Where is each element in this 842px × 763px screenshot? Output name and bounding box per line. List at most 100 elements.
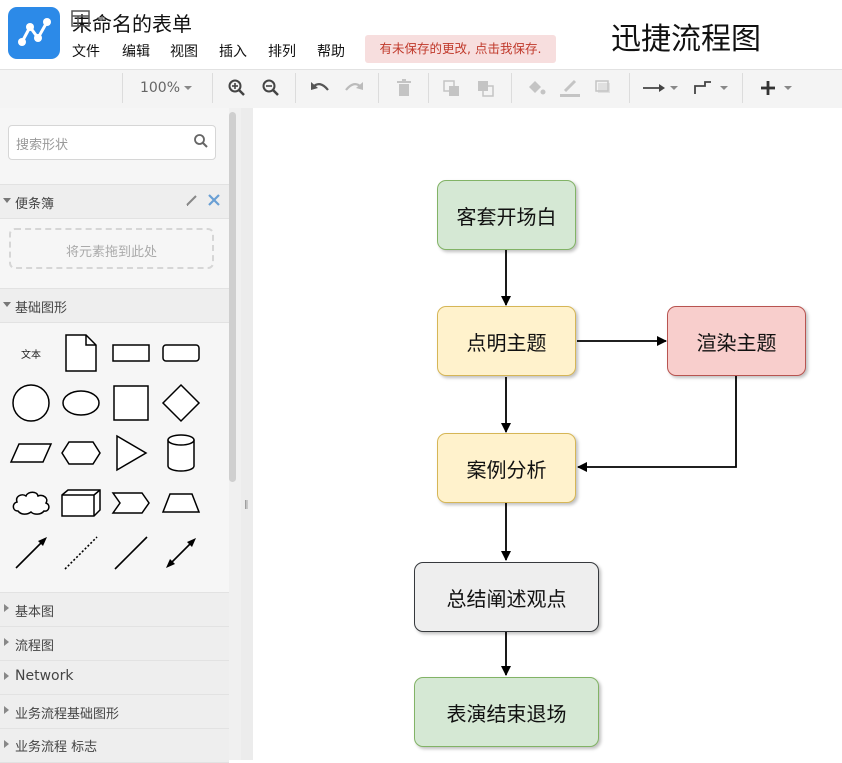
expand-icon bbox=[4, 740, 9, 748]
square-shape[interactable] bbox=[108, 380, 154, 426]
triangle-shape[interactable] bbox=[108, 430, 154, 476]
line-color-button[interactable] bbox=[557, 69, 583, 107]
library-bpmn-icons-title: 业务流程 标志 bbox=[15, 740, 98, 755]
parallelogram-shape[interactable] bbox=[8, 430, 54, 476]
unsaved-changes-notice[interactable]: 有未保存的更改, 点击我保存. bbox=[365, 35, 556, 63]
node-ending[interactable]: 表演结束退场 bbox=[414, 677, 599, 747]
cube-icon bbox=[61, 489, 101, 517]
dotted-line-shape[interactable] bbox=[58, 530, 104, 576]
circle-icon bbox=[12, 384, 50, 422]
shape-search-input[interactable] bbox=[8, 125, 216, 160]
search-placeholder: 搜索形状 bbox=[16, 138, 69, 153]
shadow-button[interactable] bbox=[592, 69, 616, 107]
panel-layout-icon bbox=[71, 10, 105, 27]
hexagon-icon bbox=[61, 441, 101, 465]
insert-dropdown[interactable] bbox=[754, 69, 796, 107]
node-render-label: 渲染主题 bbox=[696, 330, 777, 355]
zoom-out-icon bbox=[262, 79, 279, 96]
diamond-shape[interactable] bbox=[158, 380, 204, 426]
library-network-header[interactable] bbox=[0, 660, 229, 695]
search-icon[interactable] bbox=[193, 133, 209, 153]
edge-render-case[interactable] bbox=[577, 376, 737, 472]
basic-shapes-title: 基础图形 bbox=[15, 301, 68, 316]
close-scratchpad-icon[interactable] bbox=[207, 192, 221, 211]
pencil-line-icon bbox=[560, 79, 580, 97]
app-logo-icon bbox=[8, 7, 60, 59]
collapse-icon bbox=[3, 198, 11, 203]
node-summary-label: 总结阐述观点 bbox=[446, 586, 567, 611]
double-arrow-icon bbox=[166, 538, 196, 568]
step-shape[interactable] bbox=[108, 480, 154, 526]
document-page-icon bbox=[65, 334, 97, 372]
to-back-button[interactable] bbox=[474, 69, 498, 107]
note-shape[interactable] bbox=[58, 330, 104, 376]
sidebar-scrollbar-thumb[interactable] bbox=[229, 112, 236, 482]
redo-button[interactable] bbox=[342, 69, 366, 107]
rounded-rectangle-shape[interactable] bbox=[158, 330, 204, 376]
square-icon bbox=[113, 385, 149, 421]
trapezoid-shape[interactable] bbox=[158, 480, 204, 526]
trapezoid-icon bbox=[161, 493, 201, 513]
node-case[interactable]: 案例分析 bbox=[437, 433, 576, 503]
chevron-step-icon bbox=[111, 492, 150, 514]
edit-scratchpad-icon[interactable] bbox=[185, 192, 199, 211]
library-bpmn-basic-header[interactable] bbox=[0, 694, 229, 729]
send-to-back-icon bbox=[478, 81, 494, 97]
rectangle-shape[interactable] bbox=[108, 330, 154, 376]
chevron-down-icon bbox=[184, 86, 193, 90]
scratchpad-drop-zone[interactable] bbox=[9, 228, 214, 269]
toolbar-separator bbox=[742, 73, 743, 103]
menu-edit[interactable]: 编辑 bbox=[122, 44, 150, 60]
toolbar-separator bbox=[511, 73, 512, 103]
zoom-dropdown[interactable]: 100% bbox=[128, 69, 208, 107]
to-front-button[interactable] bbox=[440, 69, 464, 107]
hexagon-shape[interactable] bbox=[58, 430, 104, 476]
bidirectional-arrow-shape[interactable] bbox=[158, 530, 204, 576]
grip-icon: ‖ bbox=[244, 500, 249, 510]
sidebar-resize-handle[interactable]: ‖ bbox=[241, 108, 253, 760]
text-shape[interactable]: 文本 bbox=[8, 330, 54, 376]
circle-shape[interactable] bbox=[8, 380, 54, 426]
fill-color-button[interactable] bbox=[524, 69, 548, 107]
menu-view[interactable]: 视图 bbox=[170, 44, 198, 60]
rounded-rectangle-icon bbox=[162, 344, 200, 362]
connection-style-dropdown[interactable] bbox=[640, 69, 682, 107]
node-summary[interactable]: 总结阐述观点 bbox=[414, 562, 599, 632]
library-network-title: Network bbox=[15, 668, 74, 684]
arrow-shape[interactable] bbox=[8, 530, 54, 576]
undo-button[interactable] bbox=[308, 69, 332, 107]
library-basic-header[interactable] bbox=[0, 592, 229, 627]
document-title[interactable]: 未命名的表单 bbox=[72, 12, 192, 36]
dotted-line-icon bbox=[64, 536, 98, 570]
node-topic[interactable]: 点明主题 bbox=[437, 306, 576, 376]
node-render[interactable]: 渲染主题 bbox=[667, 306, 806, 376]
zoom-in-button[interactable] bbox=[226, 69, 248, 107]
zoom-out-button[interactable] bbox=[260, 69, 282, 107]
scratchpad-title: 便条簿 bbox=[15, 197, 55, 212]
line-shape[interactable] bbox=[108, 530, 154, 576]
arrow-right-icon bbox=[643, 84, 678, 92]
cloud-shape[interactable] bbox=[8, 480, 54, 526]
paint-bucket-icon bbox=[529, 81, 546, 95]
menu-insert[interactable]: 插入 bbox=[219, 44, 247, 60]
node-opening-label: 客套开场白 bbox=[456, 204, 557, 229]
menu-arrange[interactable]: 排列 bbox=[268, 44, 296, 60]
toolbar-separator bbox=[295, 73, 296, 103]
shadow-icon bbox=[595, 80, 610, 93]
drop-zone-hint: 将元素拖到此处 bbox=[65, 245, 157, 260]
node-opening[interactable]: 客套开场白 bbox=[437, 180, 576, 250]
toolbar-separator bbox=[378, 73, 379, 103]
zoom-level: 100% bbox=[139, 80, 181, 96]
cloud-icon bbox=[12, 491, 50, 515]
format-panel-button[interactable] bbox=[66, 0, 110, 38]
cylinder-shape[interactable] bbox=[158, 430, 204, 476]
toolbar-separator bbox=[428, 73, 429, 103]
basic-shapes-header[interactable] bbox=[0, 288, 229, 323]
menu-help[interactable]: 帮助 bbox=[317, 44, 345, 60]
delete-button[interactable] bbox=[392, 69, 416, 107]
ellipse-shape[interactable] bbox=[58, 380, 104, 426]
cube-shape[interactable] bbox=[58, 480, 104, 526]
menu-file[interactable]: 文件 bbox=[72, 44, 100, 60]
waypoints-dropdown[interactable] bbox=[690, 69, 732, 107]
